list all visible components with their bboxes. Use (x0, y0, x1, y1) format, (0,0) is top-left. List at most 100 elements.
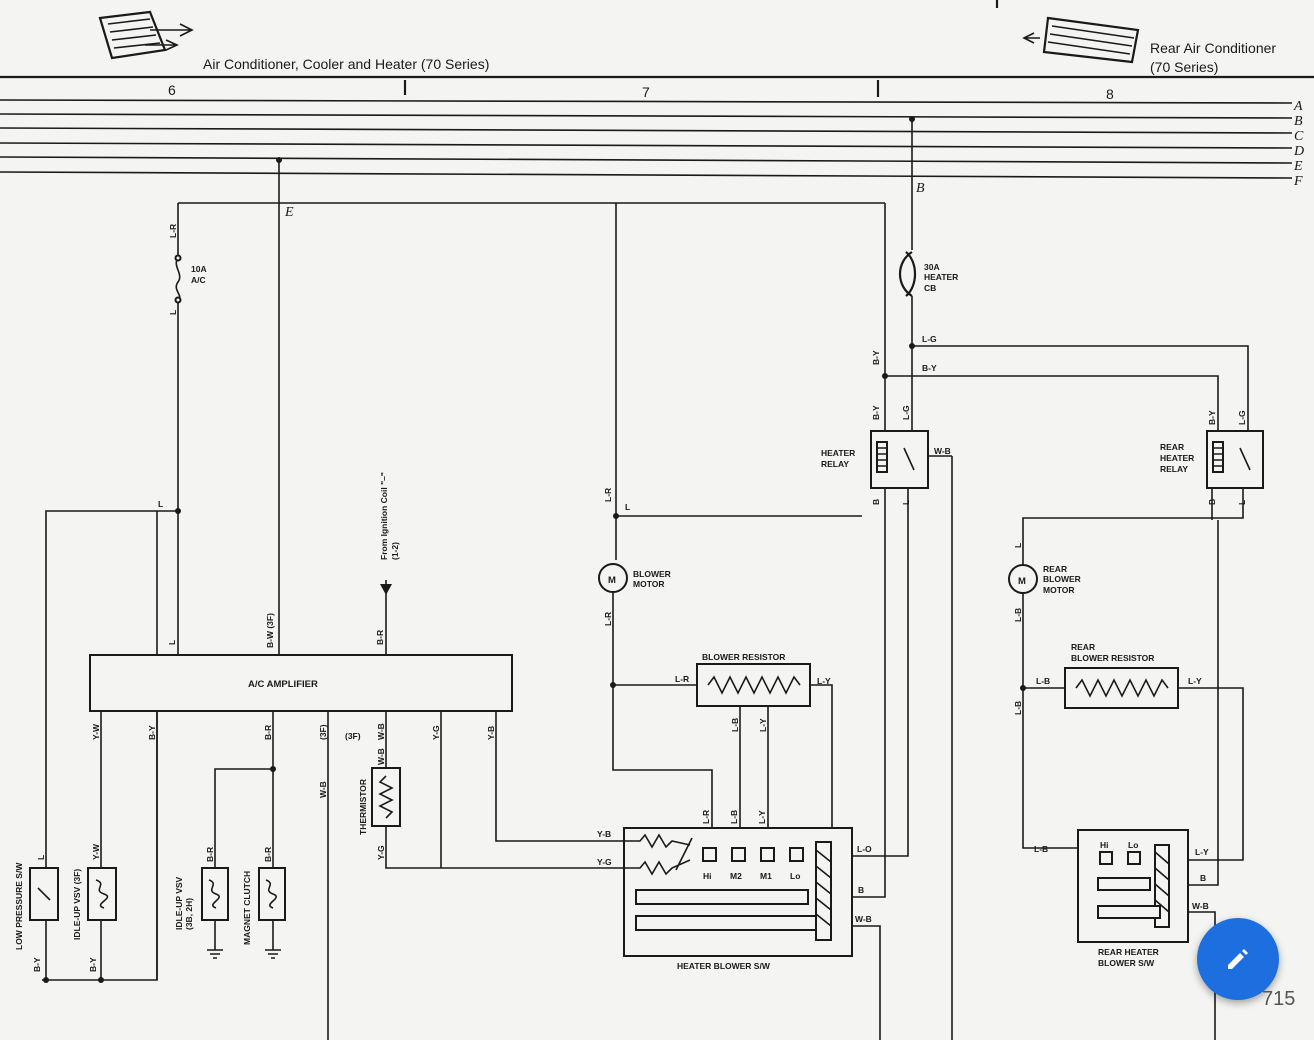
coil-turns (1213, 447, 1223, 467)
switch-terminal-m2 (731, 847, 746, 862)
bus-label-d: D (1293, 144, 1304, 159)
low-pressure-label: LOW PRESSURE S/W (14, 862, 24, 950)
rear-switch-bar-2 (1097, 905, 1161, 919)
wire-label: W-B (376, 723, 386, 740)
wire-label: W-B (1192, 901, 1209, 911)
relay-contact (903, 447, 915, 471)
column-7: 7 (642, 84, 650, 100)
column-6: 6 (168, 82, 176, 98)
wire-label: B-Y (922, 363, 937, 373)
rear-motor-label-3: MOTOR (1043, 585, 1074, 595)
bus-lines (0, 99, 1293, 179)
wire-label: L-R (603, 612, 613, 626)
coil-turns (877, 447, 887, 467)
center-wire-labels: L-R L L-R L-R L-Y L-B L-Y L-R L-B L-Y Y-… (597, 488, 872, 924)
wire-label: L-Y (1188, 676, 1202, 686)
blower-motor-label-2: MOTOR (633, 579, 664, 589)
wire-label: B (858, 885, 864, 895)
wire-label: W-B (934, 446, 951, 456)
rear-resistor-label-2: BLOWER RESISTOR (1071, 653, 1154, 663)
wire-label: L-B (730, 718, 740, 732)
ac-amplifier (89, 654, 513, 712)
breaker-label-2: HEATER (924, 272, 958, 282)
wire-label: B-R (375, 630, 385, 645)
rear-blower-resistor (1064, 667, 1179, 709)
wire-label: Y-B (597, 829, 611, 839)
relay-coil (876, 441, 888, 473)
heater-relay-label-1: HEATER (821, 448, 855, 458)
fuse-label-2: A/C (191, 275, 206, 285)
wire-label: W-B (376, 748, 386, 765)
rear-relay-label-3: RELAY (1160, 464, 1188, 474)
column-separators (403, 0, 999, 97)
rear-motor-label-2: BLOWER (1043, 574, 1081, 584)
wire-label: B (1200, 873, 1206, 883)
bus-label-a: A (1293, 99, 1303, 114)
wire-label: (3F) (318, 724, 328, 740)
junction (43, 977, 49, 983)
rear-wires (1020, 488, 1244, 1040)
heater-relay-label-2: RELAY (821, 459, 849, 469)
switch-terminal-hi (702, 847, 717, 862)
wire-label: L (1013, 543, 1023, 548)
wire-label: L (901, 500, 911, 505)
amplifier-output-wires (100, 711, 618, 1040)
wire-label: Y-W (91, 843, 101, 860)
ignition-note-2: (1-2) (390, 542, 400, 560)
switch-position-m2: M2 (730, 871, 742, 881)
motor-symbol: M (608, 575, 616, 586)
pencil-icon (1228, 949, 1248, 969)
idle-up-vsv-3b-label-2: (3B, 2H) (184, 898, 194, 930)
wire-label: L-B (1036, 676, 1050, 686)
bus-label-b: B (1294, 114, 1303, 129)
wire-label: B-R (263, 725, 273, 740)
switch-internal-resistors (618, 833, 693, 876)
wire-label: L-R (701, 810, 711, 824)
wire-label: L-G (922, 334, 937, 344)
rear-switch-position-lo: Lo (1128, 840, 1138, 850)
rear-ac-vent-icon (1022, 16, 1140, 64)
motor-symbol: M (1018, 576, 1026, 587)
wire-label: L-Y (758, 718, 768, 732)
rear-blower-motor: M (1008, 564, 1038, 594)
wire-label: W-B (855, 914, 872, 924)
page-number: 715 (1262, 988, 1296, 1010)
wire-label: L (167, 640, 177, 645)
switch-terminal-m1 (760, 847, 775, 862)
blower-motor: M (598, 563, 628, 593)
wire-label: L-R (168, 224, 178, 238)
wire-label: B-Y (871, 405, 881, 420)
wire-label: B-Y (32, 957, 42, 972)
idle-up-vsv-3f-label: IDLE-UP VSV (3F) (72, 869, 82, 940)
blower-resistor-label: BLOWER RESISTOR (702, 652, 785, 662)
wire-label: L-B (729, 810, 739, 824)
breaker-label-3: CB (924, 283, 936, 293)
rear-resistor-label-1: REAR (1071, 642, 1095, 652)
resistor-symbol (707, 675, 801, 695)
wire-label: L-G (901, 405, 911, 420)
wire-label: W-B (318, 781, 328, 798)
breaker-30a (898, 251, 917, 297)
wire-label: B-Y (1207, 410, 1217, 425)
left-wire-labels: L-R L L L B-W (3F) B-R Y-W B-Y B-R (3F) … (32, 205, 496, 972)
rear-switch-label-2: BLOWER S/W (1098, 958, 1155, 968)
rear-wire-labels: L L-B L-B L-Y L-B L-B L-Y B W-B (1013, 543, 1209, 911)
edit-button[interactable] (1197, 918, 1279, 1000)
wire-label: L-B (1013, 608, 1023, 622)
rear-switch-position-hi: Hi (1100, 840, 1109, 850)
wire-label: L-B (1013, 701, 1023, 715)
switch-bar-1 (635, 889, 809, 905)
bus-label-f: F (1293, 174, 1303, 189)
ground-symbol (265, 920, 281, 959)
idle-up-vsv-3b-label-1: IDLE-UP VSV (174, 876, 184, 930)
coil-symbol (95, 879, 109, 909)
left-title: Air Conditioner, Cooler and Heater (70 S… (203, 56, 489, 72)
idle-up-vsv-3f (87, 867, 117, 921)
right-title-line2: (70 Series) (1150, 59, 1218, 75)
ignition-arrow (380, 584, 392, 595)
thermistor-label: THERMISTOR (358, 779, 368, 835)
switch-position-m1: M1 (760, 871, 772, 881)
slider-hatch (1154, 851, 1170, 913)
wire-label: L-G (1237, 410, 1247, 425)
wire-label: L (168, 310, 178, 315)
